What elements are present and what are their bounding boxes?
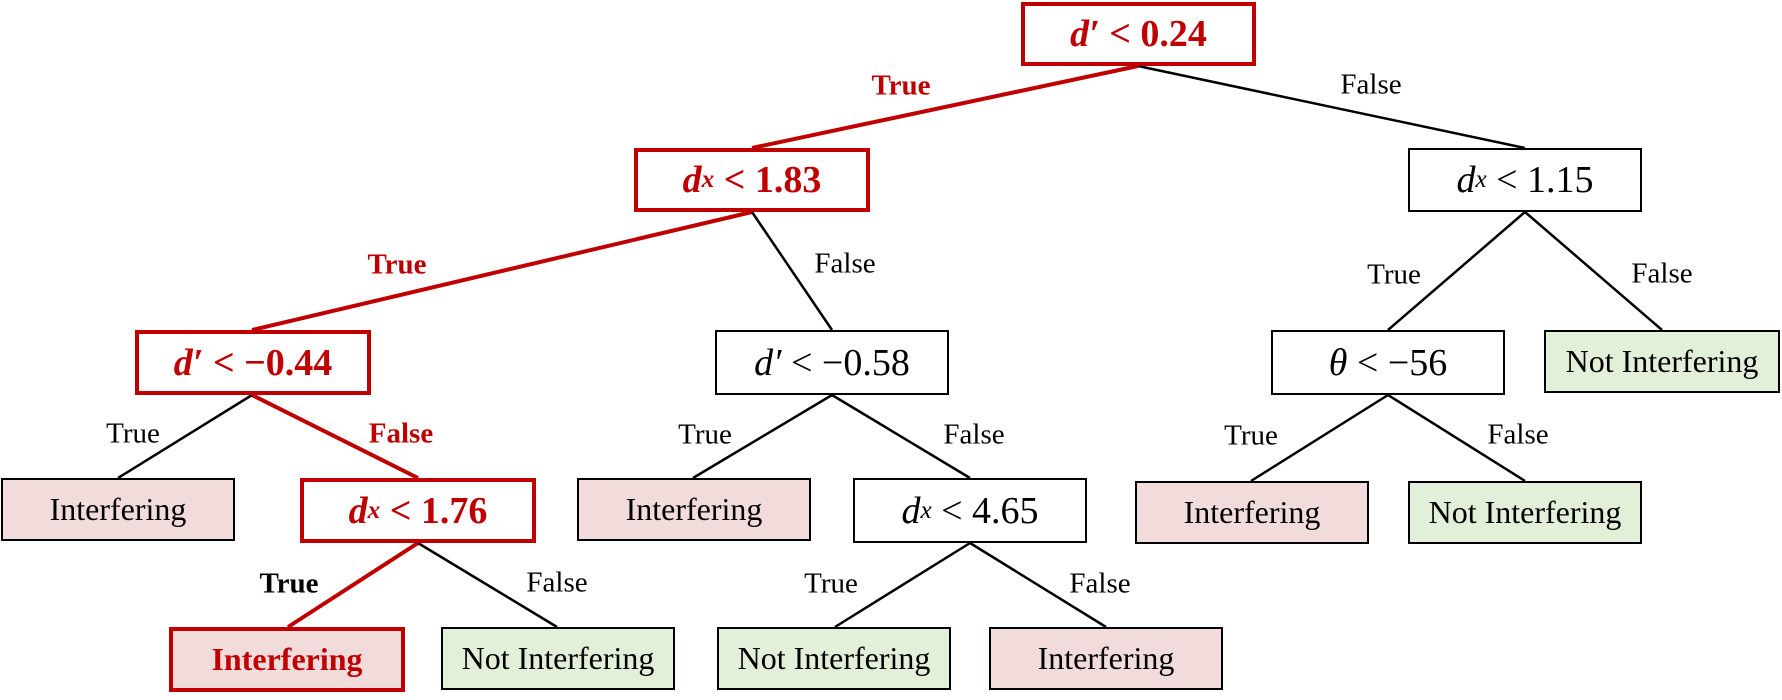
edge-root-true (751, 64, 1139, 150)
edge-dx465-true (834, 541, 971, 629)
edge-label-false: False (1340, 68, 1402, 101)
node-theta-neg-56-var: θ (1328, 341, 1348, 384)
edge-label-false: False (943, 418, 1005, 451)
node-dp-neg-0-44-op: < (212, 341, 235, 384)
leaf-interfering: Interfering (989, 627, 1223, 690)
edge-dx183-true (251, 210, 753, 332)
edge-th56-true (1250, 393, 1389, 483)
edge-label-false: False (1487, 418, 1549, 451)
node-dp-neg-0-44: d′ < −0.44 (135, 330, 371, 395)
node-dx-1-76-val: 1.76 (420, 489, 488, 532)
edge-label-true: True (804, 567, 858, 600)
node-dx-1-15-op: < (1496, 159, 1518, 201)
edge-dx176-true (286, 541, 420, 629)
edge-label-true: True (367, 248, 427, 281)
node-dp-neg-0-44-var: d′ (173, 341, 204, 384)
node-dp-neg-0-44-val: −0.44 (244, 341, 333, 384)
node-dp-neg-0-58: d′ < −0.58 (715, 330, 949, 395)
node-root-op: < (1109, 13, 1131, 55)
edge-label-true: True (871, 69, 931, 102)
node-dx-4-65-val: 4.65 (972, 489, 1039, 532)
edge-label-true: True (106, 417, 160, 450)
edge-label-false: False (1069, 567, 1131, 600)
node-dp-neg-0-58-op: < (790, 341, 813, 384)
node-dp-neg-0-58-val: −0.58 (821, 341, 910, 384)
edge-dx115-false (1524, 211, 1663, 331)
node-dx-1-83-val: 1.83 (754, 159, 822, 201)
edge-dx176-false (417, 541, 558, 629)
edge-dx115-true (1387, 211, 1526, 331)
edge-label-false: False (368, 417, 434, 450)
edge-label-false: False (526, 566, 588, 599)
node-dx-1-15-var: d (1456, 159, 1476, 201)
node-dx-1-15-val: 1.15 (1527, 159, 1594, 201)
edge-dx465-false (969, 541, 1107, 629)
node-root-val: 0.24 (1140, 13, 1207, 55)
edge-root-false (1137, 64, 1526, 150)
edge-th56-false (1387, 393, 1526, 483)
leaf-interfering-selected: Interfering (169, 627, 405, 692)
node-dx-1-83-var: d (682, 159, 702, 201)
node-dx-1-15-sub: x (1475, 166, 1487, 193)
leaf-interfering: Interfering (1, 478, 235, 541)
node-dx-4-65-var: d (901, 489, 921, 532)
edge-label-false: False (1631, 257, 1693, 290)
edge-dp044-true (117, 393, 253, 480)
edge-label-true: True (678, 418, 732, 451)
node-root: d′ < 0.24 (1021, 2, 1256, 66)
node-dx-4-65-sub: x (920, 496, 932, 524)
edge-dp058-false (831, 393, 971, 480)
node-dx-4-65-op: < (941, 489, 963, 532)
node-dp-neg-0-58-var: d′ (754, 341, 782, 384)
edge-dp044-false (251, 393, 419, 480)
edge-dx183-false (750, 211, 834, 331)
edge-label-false: False (814, 247, 876, 280)
edge-label-true: True (1224, 419, 1278, 452)
node-dx-1-76-var: d (348, 489, 368, 532)
edge-label-true: True (259, 567, 319, 600)
node-dx-1-83-sub: x (701, 166, 715, 193)
leaf-not-interfering: Not Interfering (441, 627, 675, 690)
leaf-interfering: Interfering (1135, 481, 1369, 544)
node-dx-1-76-sub: x (367, 496, 381, 524)
node-dx-1-76-op: < (389, 489, 412, 532)
leaf-not-interfering: Not Interfering (1544, 330, 1780, 393)
node-dx-1-83-op: < (723, 159, 746, 201)
leaf-not-interfering: Not Interfering (717, 627, 951, 690)
node-theta-neg-56: θ < −56 (1271, 330, 1505, 395)
node-theta-neg-56-val: −56 (1387, 341, 1448, 384)
node-theta-neg-56-op: < (1356, 341, 1379, 384)
leaf-not-interfering: Not Interfering (1408, 481, 1642, 544)
node-root-var: d′ (1070, 13, 1100, 55)
edge-label-true: True (1367, 258, 1421, 291)
edge-dp058-true (692, 393, 833, 480)
leaf-interfering: Interfering (577, 478, 811, 541)
